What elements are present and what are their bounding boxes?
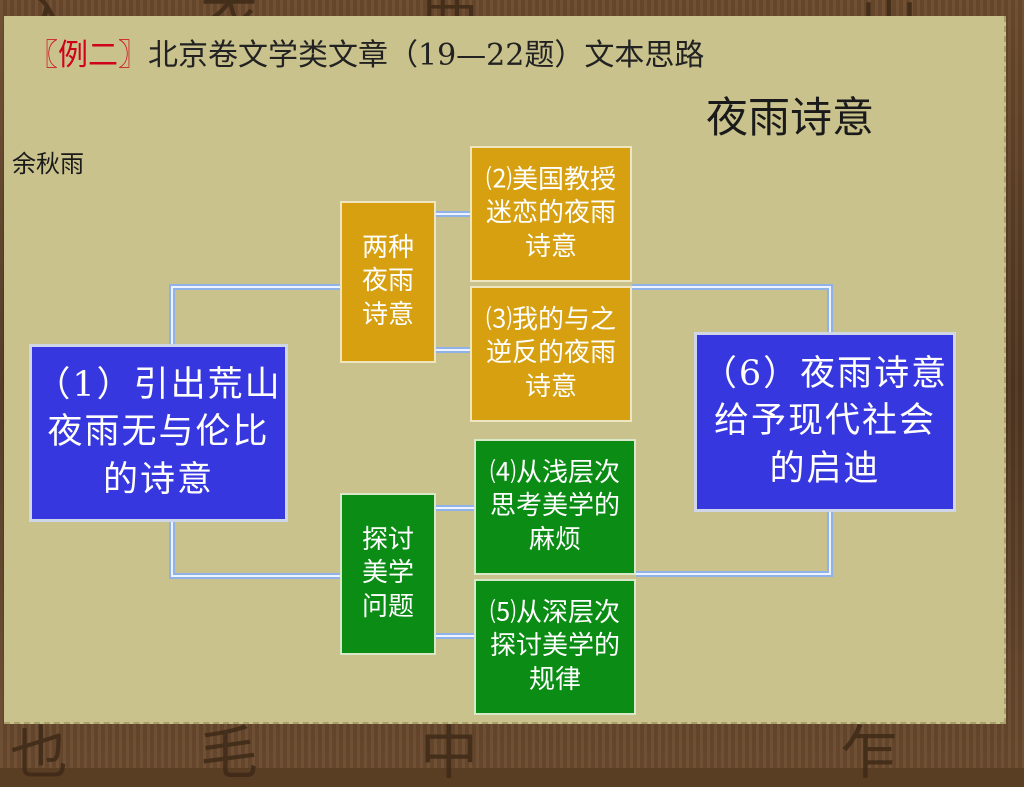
node-my-opposite-view: ⑶我的与之逆反的夜雨诗意 [470,286,632,422]
node-american-professor: ⑵美国教授迷恋的夜雨诗意 [470,146,632,282]
node-shallow-aesthetics: ⑷从浅层次思考美学的麻烦 [474,439,636,575]
connector-a1-to-end [632,284,833,332]
node-b2-text: ⑸从深层次探讨美学的规律 [489,598,620,695]
author-name: 余秋雨 [12,150,84,178]
connector-lines [169,211,833,639]
node-group-b-text: 探讨美学问题 [361,525,414,622]
node-start-intro: （1）引出荒山夜雨无与伦比的诗意 [29,344,288,522]
connector-start-to-group-b [169,522,340,579]
node-start-text: （1）引出荒山夜雨无与伦比的诗意 [35,365,282,500]
title-text: 北京卷文学类文章（19—22题）文本思路 [148,38,705,73]
node-a2-text: ⑶我的与之逆反的夜雨诗意 [485,305,616,402]
node-b1-text: ⑷从浅层次思考美学的麻烦 [489,458,620,555]
node-a1-text: ⑵美国教授迷恋的夜雨诗意 [485,165,616,262]
node-group-a-text: 两种夜雨诗意 [361,233,414,330]
node-group-aesthetics: 探讨美学问题 [340,493,436,655]
slide-title: 〖例二〗北京卷文学类文章（19—22题）文本思路 [28,30,704,74]
example-tag: 〖例二〗 [28,38,148,73]
node-group-two-poetics: 两种夜雨诗意 [340,201,436,363]
connector-b1-to-end [636,512,833,577]
node-end-inspiration: （6）夜雨诗意给予现代社会的启迪 [694,332,956,512]
connector-start-to-group-a [169,284,340,344]
essay-title: 夜雨诗意 [706,93,875,142]
node-end-text: （6）夜雨诗意给予现代社会的启迪 [701,354,949,489]
node-deep-aesthetics: ⑸从深层次探讨美学的规律 [474,579,636,715]
